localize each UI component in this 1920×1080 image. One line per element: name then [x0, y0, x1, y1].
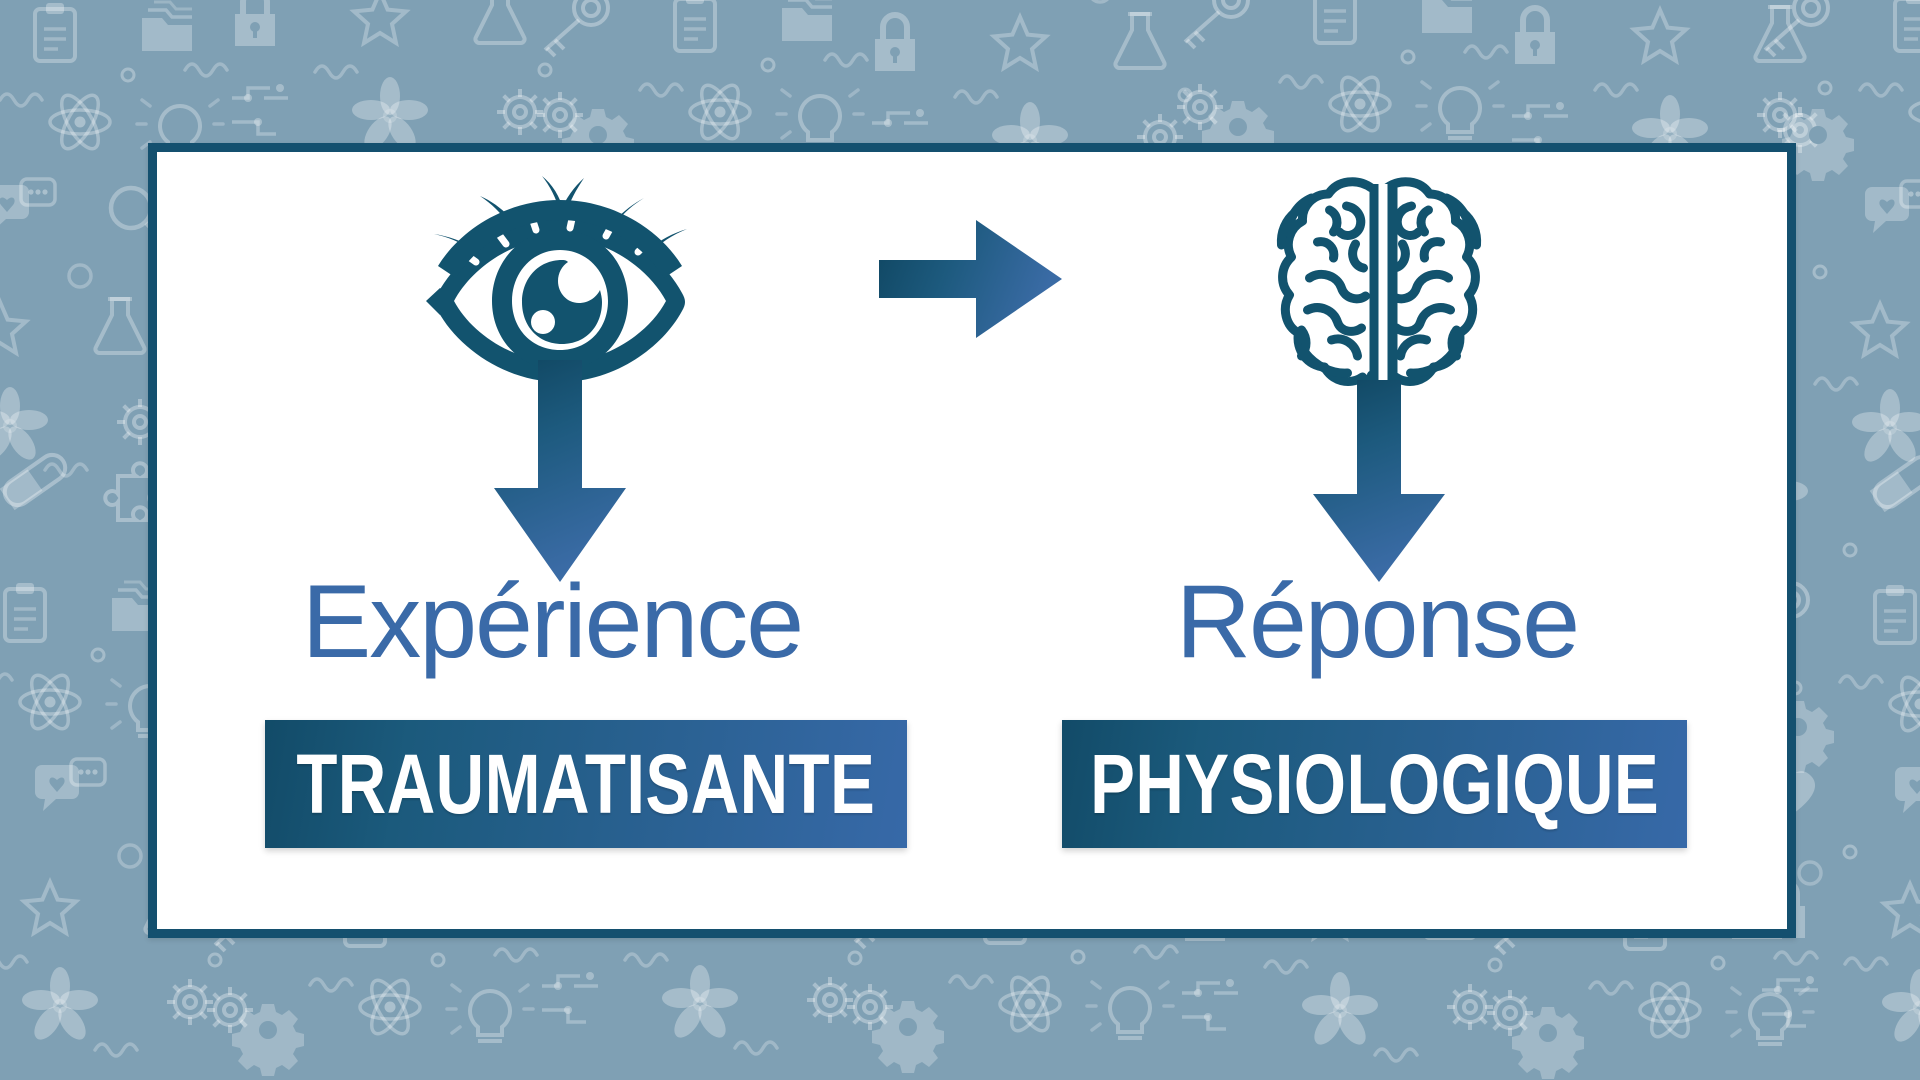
down-arrow-experience: [490, 360, 630, 585]
label-experience: Expérience: [301, 564, 804, 680]
down-arrow-reponse: [1309, 380, 1449, 585]
banner-physiologique-text: PHYSIOLOGIQUE: [1089, 737, 1660, 831]
content-card: Expérience TRAUMATISANTE: [148, 143, 1796, 938]
column-experience: Expérience TRAUMATISANTE: [187, 152, 917, 929]
banner-traumatisante-text: TRAUMATISANTE: [296, 737, 876, 831]
label-reponse: Réponse: [1175, 564, 1580, 680]
brain-icon: [1272, 170, 1487, 405]
eye-icon: [410, 170, 710, 385]
banner-physiologique: PHYSIOLOGIQUE: [1062, 720, 1687, 848]
flow-connector-arrow: [879, 214, 1064, 344]
banner-traumatisante: TRAUMATISANTE: [265, 720, 907, 848]
column-reponse: Réponse PHYSIOLOGIQUE: [1012, 152, 1742, 929]
